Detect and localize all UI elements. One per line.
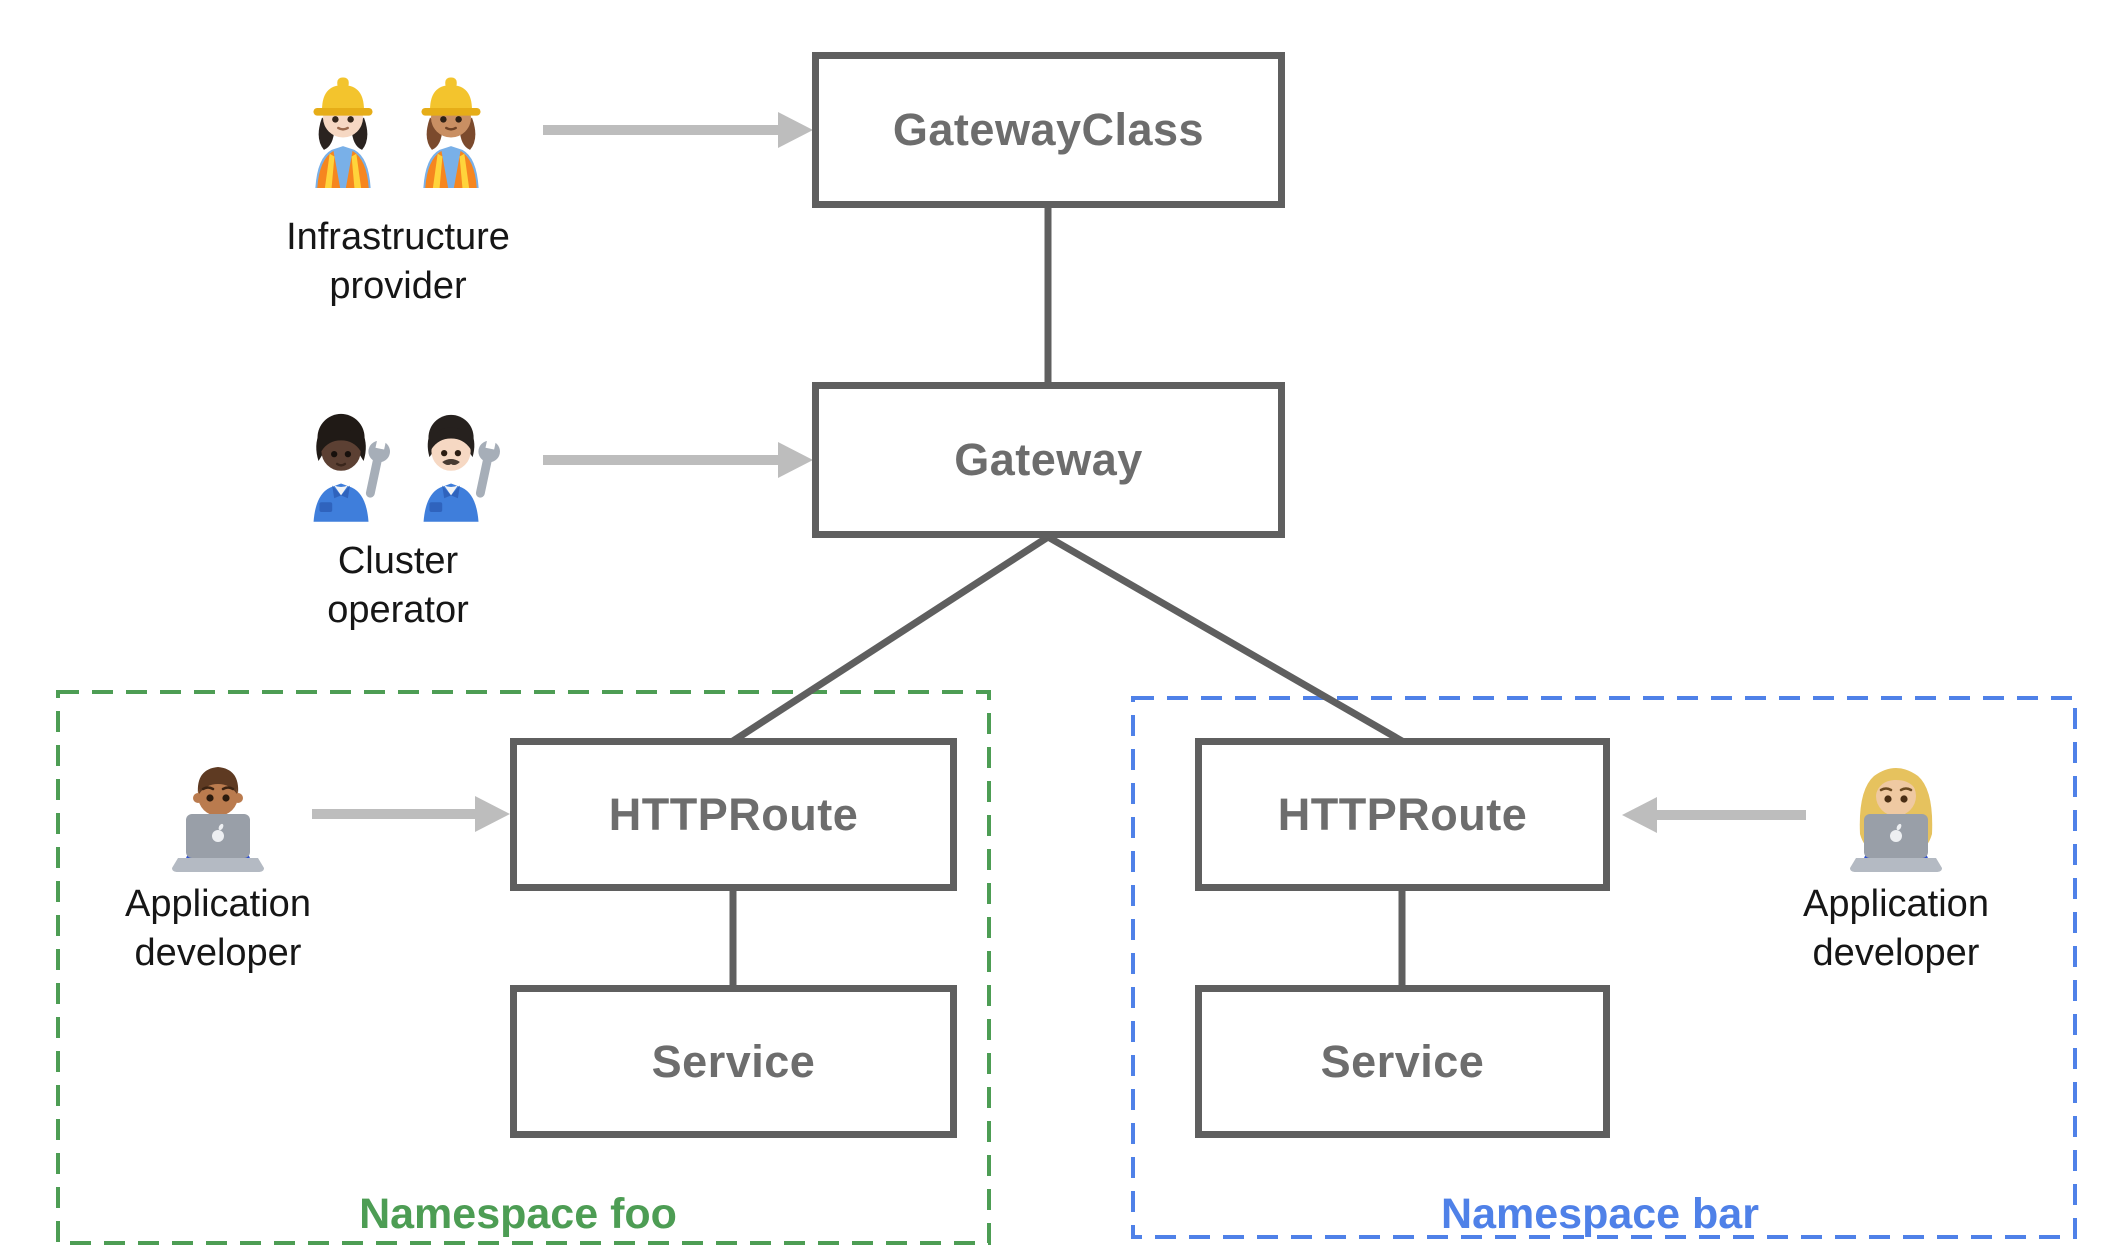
wrench-icon — [365, 431, 390, 498]
application-developer-foo-label-line1: Application — [125, 883, 311, 925]
infrastructure-provider-icons — [297, 66, 497, 188]
namespace-foo-label: Namespace foo — [359, 1190, 677, 1238]
node-service-bar-label: Service — [1320, 1035, 1485, 1087]
cluster-operator-label: Cluster operator — [198, 537, 598, 635]
node-gatewayclass-label: GatewayClass — [892, 104, 1205, 155]
node-httproute-bar: HTTPRoute — [1195, 738, 1610, 891]
node-gatewayclass: GatewayClass — [812, 52, 1285, 208]
namespace-bar-label: Namespace bar — [1441, 1190, 1759, 1238]
application-developer-bar-label: Application developer — [1696, 880, 2096, 978]
node-gateway: Gateway — [812, 382, 1285, 538]
infrastructure-provider-label-line2: provider — [329, 265, 467, 307]
man-mechanic-light-skin-icon — [423, 414, 500, 522]
application-developer-foo-label: Application developer — [18, 880, 418, 978]
edge-gateway-httproute-foo — [731, 534, 1050, 744]
arrow-cluster-operator — [543, 442, 813, 478]
arrow-application-developer-bar — [1622, 797, 1806, 833]
woman-construction-worker-light-icon — [313, 77, 373, 188]
node-gateway-label: Gateway — [954, 434, 1143, 485]
cluster-operator-icons — [292, 400, 504, 522]
node-httproute-foo-label: HTTPRoute — [608, 788, 859, 840]
application-developer-bar-label-line2: developer — [1812, 932, 1980, 974]
namespace-foo-boundary — [56, 690, 991, 1245]
infrastructure-provider-label: Infrastructure provider — [198, 213, 598, 311]
application-developer-bar-icons — [1834, 754, 1958, 872]
cluster-operator-label-line1: Cluster — [337, 540, 459, 582]
arrow-infrastructure-provider — [543, 112, 813, 148]
application-developer-foo-label-line2: developer — [134, 932, 302, 974]
node-httproute-bar-label: HTTPRoute — [1277, 788, 1528, 840]
man-technologist-medium-dark-skin-icon — [172, 767, 264, 872]
application-developer-foo-icons — [156, 754, 280, 872]
woman-construction-worker-medium-icon — [421, 77, 481, 188]
node-httproute-foo: HTTPRoute — [510, 738, 957, 891]
node-service-foo: Service — [510, 985, 957, 1138]
application-developer-bar-label-line1: Application — [1803, 883, 1989, 925]
cluster-operator-label-line2: operator — [327, 589, 469, 631]
mechanic-dark-skin-icon — [313, 413, 390, 522]
namespace-bar-boundary — [1131, 696, 2077, 1239]
edge-gateway-httproute-bar — [1046, 533, 1404, 745]
woman-technologist-blond-icon — [1850, 768, 1942, 872]
node-service-bar: Service — [1195, 985, 1610, 1138]
node-service-foo-label: Service — [651, 1035, 816, 1087]
infrastructure-provider-label-line1: Infrastructure — [286, 216, 510, 258]
wrench-icon — [475, 431, 500, 498]
arrow-application-developer-foo — [312, 796, 510, 832]
